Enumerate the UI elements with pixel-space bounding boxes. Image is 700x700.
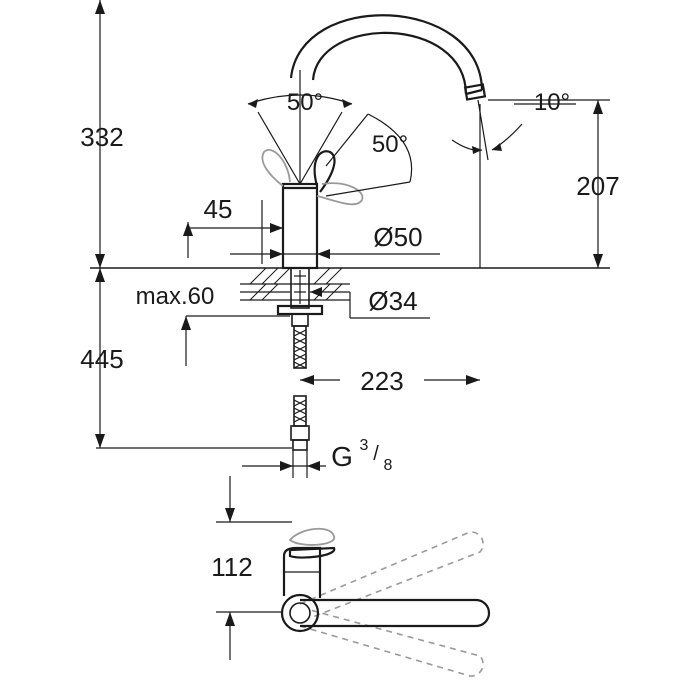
dim-body-diameter-label: Ø50 bbox=[373, 222, 422, 252]
handle-angle-side-label: 50° bbox=[372, 131, 408, 158]
dim-body-diameter: Ø50 bbox=[230, 222, 440, 259]
dim-top-view-offset: 112 bbox=[211, 476, 292, 660]
mounting-shank bbox=[276, 267, 324, 327]
dim-hole-diameter: Ø34 bbox=[310, 286, 430, 319]
spout-angle-label: 10° bbox=[534, 89, 570, 116]
dim-max-deck: max.60 bbox=[136, 283, 290, 366]
handle-ghost-right bbox=[316, 182, 364, 206]
handle bbox=[313, 150, 336, 193]
supply-hose bbox=[290, 325, 310, 478]
spout-angle: 10° bbox=[451, 89, 576, 268]
dim-top-view-offset-label: 112 bbox=[211, 552, 252, 582]
dim-total-height: 332 bbox=[80, 0, 124, 268]
countertop bbox=[90, 267, 610, 301]
dim-below-deck: 445 bbox=[80, 268, 292, 449]
dim-total-height-label: 332 bbox=[80, 122, 123, 152]
handle-angle-side: 50° bbox=[325, 113, 413, 197]
fraction-slash: / bbox=[373, 443, 379, 465]
handle-angle-top-label: 50° bbox=[287, 89, 323, 116]
dim-connection-denominator: 8 bbox=[384, 457, 393, 474]
dim-body-offset-label: 45 bbox=[204, 194, 233, 224]
dim-spout-height-label: 207 bbox=[576, 171, 619, 201]
top-view bbox=[280, 527, 491, 677]
dim-connection: G 3 / 8 bbox=[242, 437, 393, 474]
handle-ghost-left bbox=[261, 149, 291, 187]
handle-angle-top: 50° bbox=[247, 89, 353, 185]
dim-max-deck-label: max.60 bbox=[136, 283, 215, 310]
dim-below-deck-label: 445 bbox=[80, 344, 123, 374]
dim-hole-diameter-label: Ø34 bbox=[368, 286, 417, 316]
dim-spout-reach: 223 bbox=[300, 366, 480, 396]
dim-body-offset: 45 bbox=[183, 194, 283, 264]
dim-connection-numerator: 3 bbox=[360, 437, 369, 454]
dim-spout-height: 207 bbox=[488, 99, 620, 268]
dim-connection-main: G bbox=[331, 441, 353, 472]
dim-spout-reach-label: 223 bbox=[360, 366, 403, 396]
